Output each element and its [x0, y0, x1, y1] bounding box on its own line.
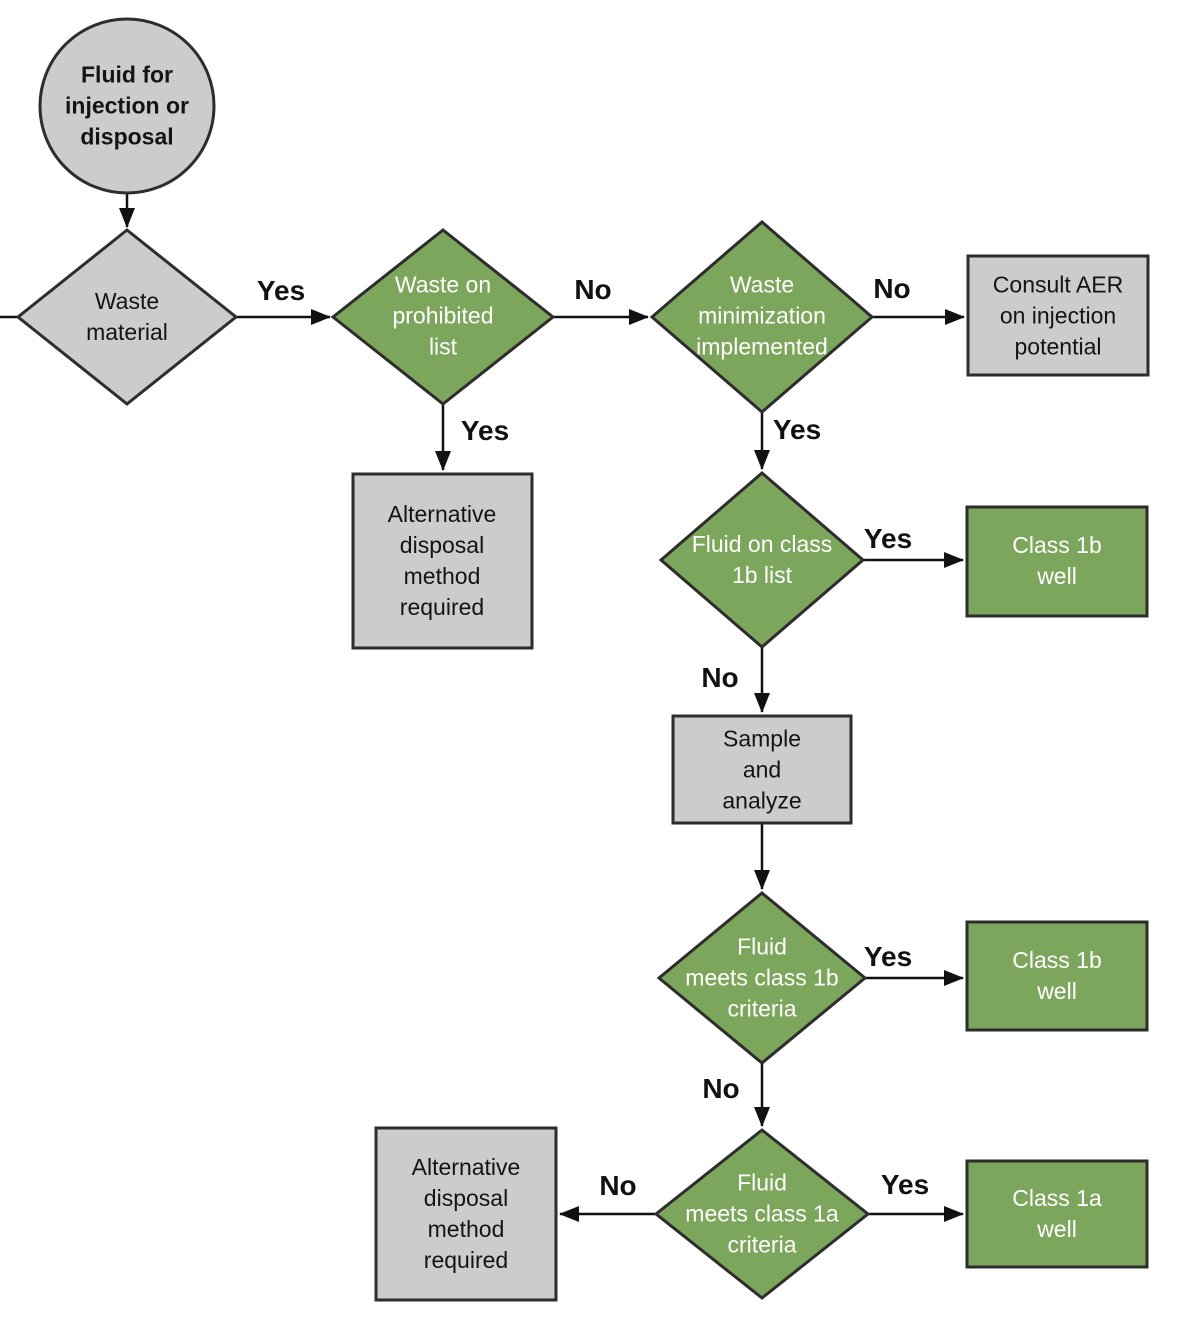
alt-disposal-top-box-shape	[351, 472, 534, 650]
waste-minimization-decision-shape	[649, 220, 875, 414]
fluid-meets-1a-decision-shape	[653, 1128, 871, 1300]
fluid-meets-1b-decision-shape	[656, 891, 868, 1065]
waste-material-decision-shape	[15, 228, 239, 406]
class-1b-well-top-box-shape	[965, 505, 1149, 618]
waste-prohibited-decision-shape	[330, 228, 556, 406]
start-node-shape	[38, 17, 216, 195]
class-1b-well-bottom-box-shape	[965, 920, 1149, 1032]
alt-disposal-bottom-box-shape	[374, 1126, 558, 1302]
class-1a-well-box-shape	[965, 1159, 1149, 1269]
sample-analyze-box-shape	[671, 714, 853, 825]
consult-aer-box-shape	[966, 254, 1150, 377]
fluid-class-1b-list-decision-shape	[658, 471, 866, 649]
